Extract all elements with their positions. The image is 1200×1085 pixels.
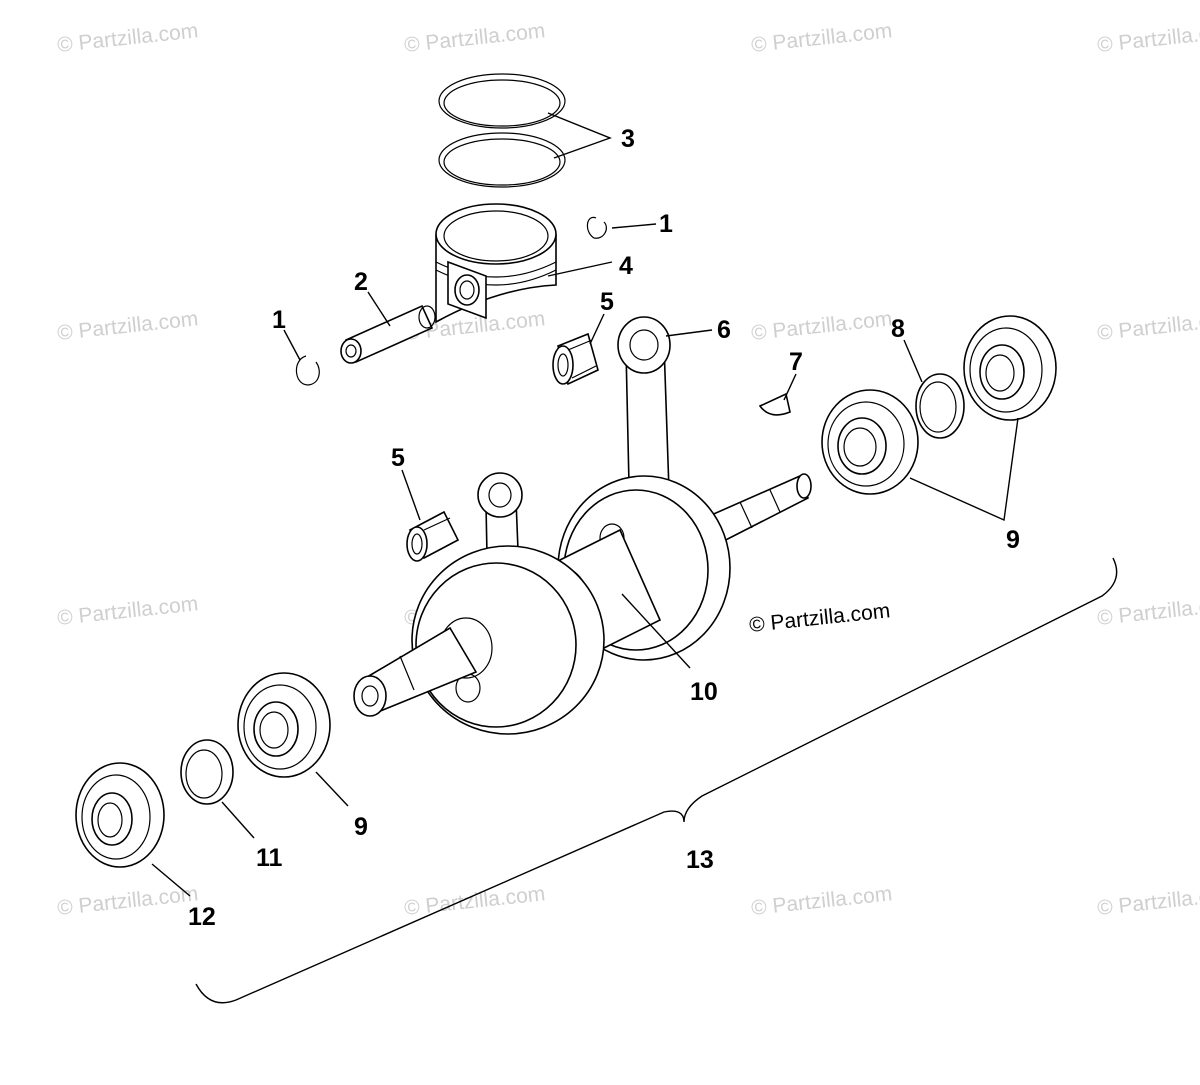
- main-bearing-right[interactable]: [821, 389, 919, 495]
- piston-pin[interactable]: [340, 304, 436, 364]
- piston[interactable]: [435, 203, 557, 324]
- oil-seal-right[interactable]: [963, 315, 1057, 421]
- circlip-right[interactable]: [586, 216, 607, 239]
- watermark: © Partzilla.com: [1096, 19, 1200, 57]
- callout-12: 12: [188, 903, 216, 931]
- watermark: © Partzilla.com: [56, 19, 199, 57]
- callout-6: 6: [717, 316, 731, 344]
- watermark: © Partzilla.com: [403, 19, 546, 57]
- watermark: © Partzilla.com: [56, 592, 199, 630]
- spacer[interactable]: [180, 739, 234, 805]
- callout-13: 13: [686, 846, 714, 874]
- assembly-bracket: [195, 557, 1118, 1004]
- needle-bearing-upper[interactable]: [552, 332, 599, 386]
- oil-seal-left[interactable]: [75, 762, 165, 868]
- watermark: © Partzilla.com: [750, 19, 893, 57]
- callout-labels: 3 1 4 2 1 5 6 7 8 9 5 10 9 11 13 12: [188, 125, 1020, 931]
- watermark: © Partzilla.com: [750, 307, 893, 345]
- callout-10: 10: [690, 678, 718, 706]
- callout-3: 3: [621, 125, 635, 153]
- woodruff-key[interactable]: [758, 392, 791, 416]
- leader-lines: [151, 112, 1019, 897]
- needle-bearing-lower[interactable]: [406, 510, 460, 562]
- piston-rings[interactable]: [438, 73, 566, 188]
- spacer-ring[interactable]: [915, 373, 965, 439]
- callout-1-left: 1: [272, 306, 286, 334]
- watermark: © Partzilla.com: [56, 882, 199, 920]
- callout-9-left: 9: [354, 813, 368, 841]
- callout-7: 7: [789, 348, 803, 376]
- copyright-label: © Partzilla.com: [748, 599, 891, 637]
- callout-11: 11: [256, 844, 283, 872]
- circlip-left[interactable]: [295, 355, 320, 386]
- watermark: © Partzilla.com: [750, 882, 893, 920]
- watermark: © Partzilla.com: [1096, 592, 1200, 630]
- callout-5-lower: 5: [391, 444, 405, 472]
- callout-2: 2: [354, 268, 368, 296]
- callout-4: 4: [619, 252, 633, 280]
- watermark: © Partzilla.com: [56, 307, 199, 345]
- callout-1-right: 1: [659, 210, 673, 238]
- callout-9-right: 9: [1006, 526, 1020, 554]
- watermark: © Partzilla.com: [1096, 307, 1200, 345]
- watermark: © Partzilla.com: [1096, 882, 1200, 920]
- callout-8: 8: [891, 315, 905, 343]
- crankshaft[interactable]: [353, 473, 812, 735]
- watermark: © Partzilla.com: [403, 882, 546, 920]
- callout-5-upper: 5: [600, 288, 614, 316]
- main-bearing-left[interactable]: [237, 672, 331, 778]
